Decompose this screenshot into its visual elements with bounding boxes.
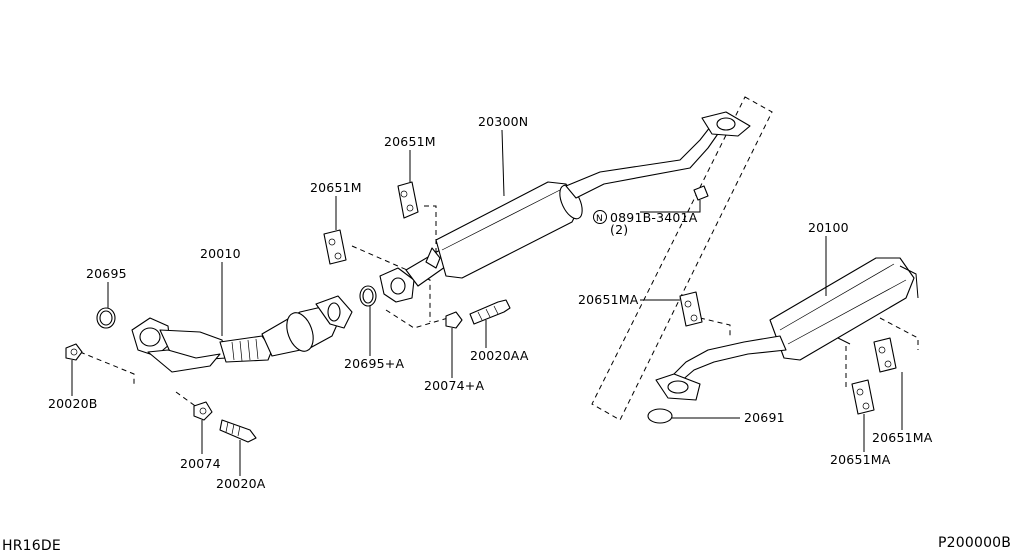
label-20074: 20074 <box>180 456 221 471</box>
gasket-20691[interactable] <box>647 408 673 424</box>
figure-code: P200000B <box>938 535 1011 551</box>
label-20651ma-b: 20651MA <box>872 430 933 445</box>
part-labels: 20695 20010 20651M 20651M 20300N 20020B … <box>2 114 1011 554</box>
nut-20020b[interactable] <box>65 343 83 361</box>
label-08918: 0891B-3401A <box>610 210 698 225</box>
label-20695a: 20695+A <box>344 356 404 371</box>
leader-lines <box>71 129 903 476</box>
rubber-hanger-20651m-a[interactable] <box>397 181 419 219</box>
nut-20074[interactable] <box>193 401 213 421</box>
label-20010: 20010 <box>200 246 241 261</box>
gasket-20695a[interactable] <box>359 285 377 307</box>
prefix-circle <box>593 210 607 224</box>
label-20651ma-c: 20651MA <box>830 452 891 467</box>
label-20074a: 20074+A <box>424 378 484 393</box>
nut-20074a[interactable] <box>445 311 463 329</box>
label-20695: 20695 <box>86 266 127 281</box>
label-20651ma-a: 20651MA <box>578 292 639 307</box>
gasket-20695[interactable] <box>96 307 116 329</box>
label-20691: 20691 <box>744 410 785 425</box>
rear-muffler[interactable] <box>655 257 919 401</box>
label-20651m-a: 20651M <box>384 134 436 149</box>
rubber-hanger-20651m-b[interactable] <box>323 229 347 265</box>
center-pipe-muffler[interactable] <box>379 111 751 303</box>
bolt-08918[interactable] <box>693 185 709 201</box>
label-20651m-b: 20651M <box>310 180 362 195</box>
label-20100: 20100 <box>808 220 849 235</box>
label-08918-prefix: N <box>596 214 603 224</box>
stud-20020a[interactable] <box>219 419 257 443</box>
rubber-hanger-20651ma-b[interactable] <box>873 337 897 373</box>
label-20300n: 20300N <box>478 114 528 129</box>
label-20020a: 20020A <box>216 476 266 491</box>
rubber-hanger-20651ma-a[interactable] <box>679 291 703 327</box>
stud-20020aa[interactable] <box>469 299 511 325</box>
engine-code: HR16DE <box>2 538 61 554</box>
front-exhaust-tube-catalyst[interactable] <box>131 295 353 373</box>
dashed-guide-lines <box>79 96 919 421</box>
label-20020b: 20020B <box>48 396 98 411</box>
label-08918-qty: (2) <box>610 222 628 237</box>
rubber-hanger-20651ma-c[interactable] <box>851 379 875 415</box>
label-20020aa: 20020AA <box>470 348 529 363</box>
